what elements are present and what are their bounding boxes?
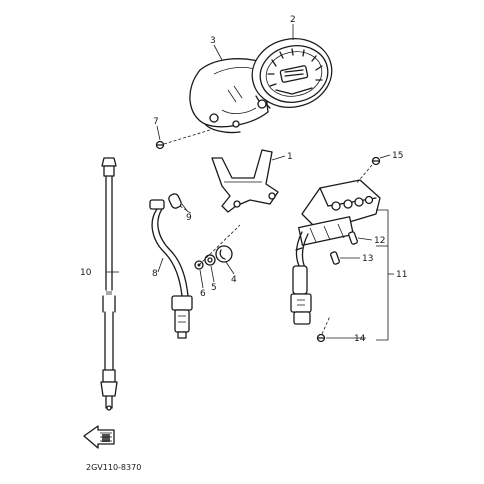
callout-13: 13	[362, 254, 373, 264]
indicator-light-assembly	[290, 179, 381, 325]
callout-11: 11	[396, 270, 407, 280]
meter-lead-wire	[149, 199, 193, 339]
leader-lines	[106, 24, 394, 341]
callout-14: 14	[354, 334, 366, 344]
callout-5: 5	[211, 283, 217, 293]
callout-4: 4	[231, 275, 237, 285]
callout-1: 1	[287, 152, 293, 162]
speedometer-assembly	[251, 38, 333, 109]
callout-10: 10	[80, 268, 92, 278]
meter-bracket	[211, 149, 279, 213]
screw-14	[316, 315, 331, 343]
front-arrow-icon	[83, 425, 115, 449]
callout-12: 12	[374, 236, 385, 246]
screw-part	[155, 129, 211, 150]
bulb-part	[168, 193, 193, 215]
callout-6: 6	[200, 289, 206, 299]
fastener-set	[194, 224, 241, 270]
callout-7: 7	[153, 117, 159, 127]
callout-2: 2	[290, 15, 296, 25]
callout-15: 15	[392, 151, 403, 161]
meter-housing	[189, 58, 269, 134]
callout-8: 8	[152, 269, 158, 279]
diagram-code: 2GV110-8370	[86, 463, 141, 472]
screw-15	[355, 156, 381, 185]
speedometer-cable	[100, 157, 118, 411]
callout-9: 9	[186, 213, 192, 223]
callout-3: 3	[210, 36, 216, 46]
callout-labels: 2 3 1 7 9 10 8 4 5 6 15 12 13 11 14	[80, 15, 407, 344]
